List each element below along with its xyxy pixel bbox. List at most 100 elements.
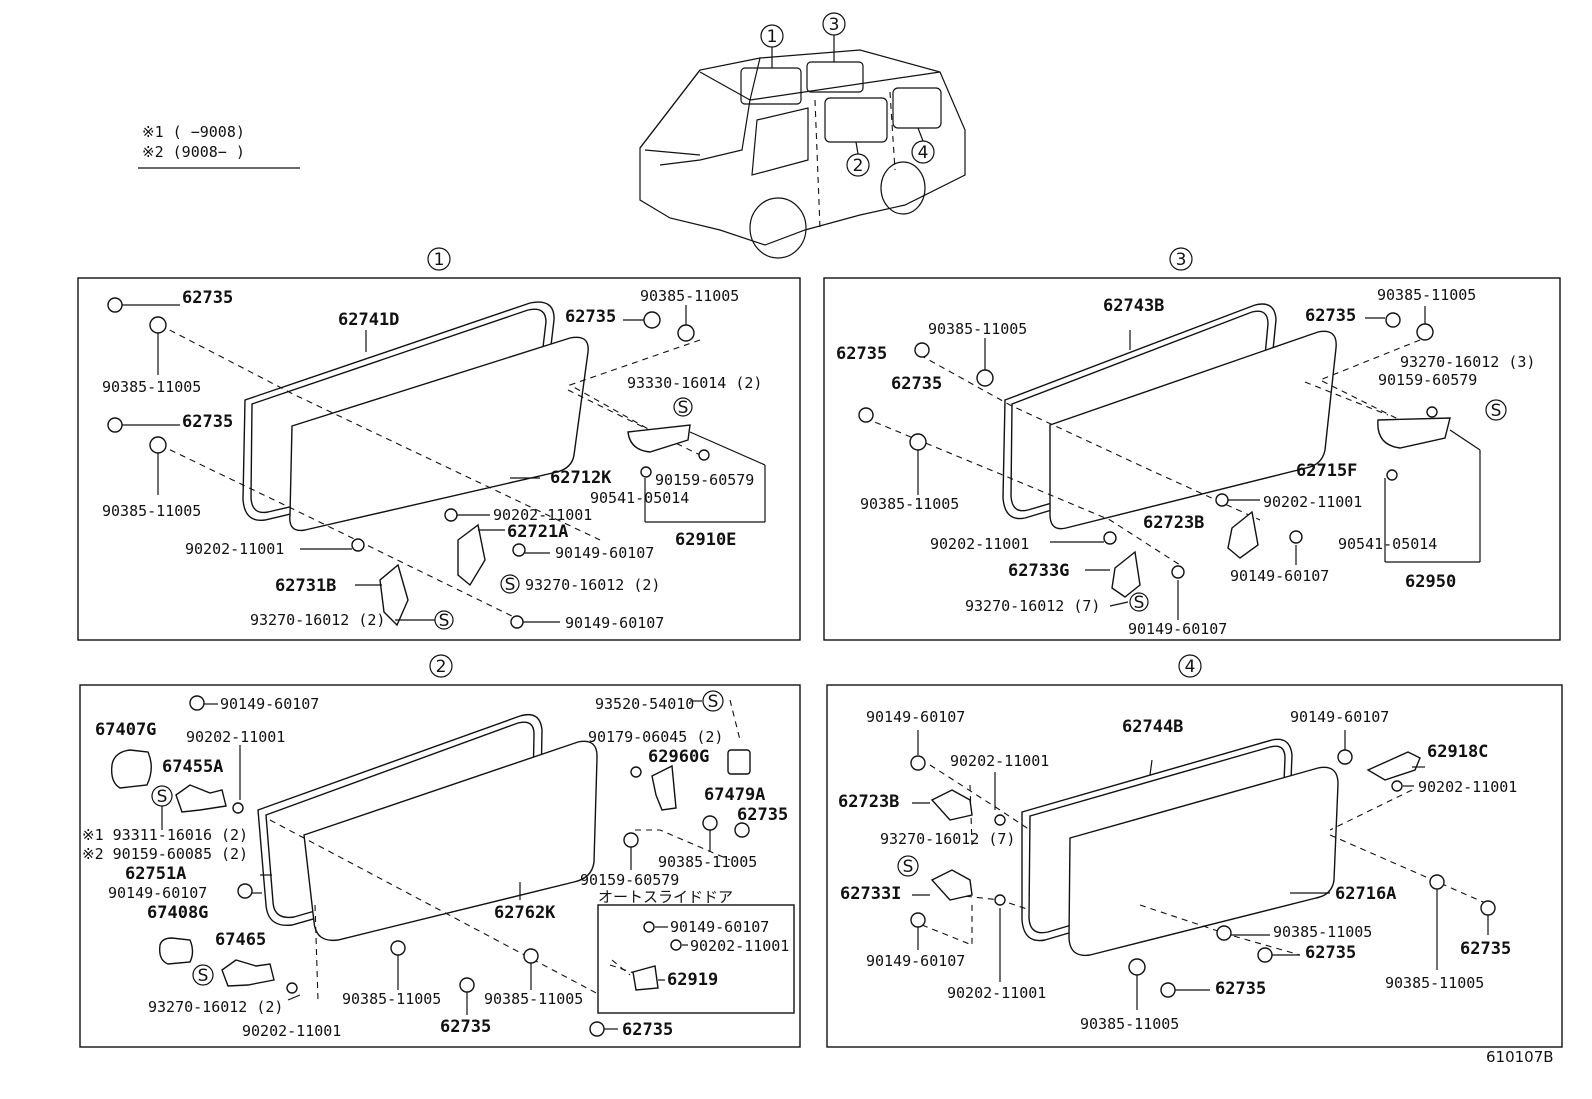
legend-row-2: ※2 (9008− ) — [142, 143, 245, 161]
legend: ※1 ( −9008) ※2 (9008− ) — [138, 123, 300, 169]
label-62751A: 62751A — [125, 864, 186, 884]
clip-90385-c — [677, 324, 695, 342]
label-90385-a-p4: 90385-11005 — [1273, 923, 1372, 941]
label-90385-a-p3: 90385-11005 — [1377, 286, 1476, 304]
label-90202-a: 90202-11001 — [493, 506, 592, 524]
auto-slide-door-inset — [597, 904, 795, 1014]
s-mark-3a: S — [1491, 401, 1502, 421]
s-mark-2b: S — [157, 787, 168, 807]
label-90541: 90541-05014 — [590, 489, 689, 507]
hinge-62731B — [379, 563, 409, 627]
label-62762K: 62762K — [494, 903, 556, 923]
label-62950: 62950 — [1405, 572, 1456, 592]
label-90385-c-p4: 90385-11005 — [1080, 1015, 1179, 1033]
van-callout-4: 4 — [918, 143, 929, 163]
label-inset-90149: 90149-60107 — [670, 918, 769, 936]
handle-67455A — [175, 784, 227, 813]
panel-1-header: 1 — [434, 250, 445, 270]
label-note1: ※1 93311-16016 (2) — [82, 826, 248, 844]
label-62735-a-p2: 62735 — [737, 805, 788, 825]
label-90202-a-p2: 90202-11001 — [186, 728, 285, 746]
label-90149-b-p4: 90149-60107 — [1290, 708, 1389, 726]
label-62735-c: 62735 — [565, 307, 616, 327]
panel-3-header: 3 — [1176, 250, 1187, 270]
label-67408G: 67408G — [147, 903, 208, 923]
s-mark-1b: S — [505, 575, 516, 595]
label-93520: 93520-54010 — [595, 695, 694, 713]
label-93330: 93330-16014 (2) — [627, 374, 762, 392]
panel-3: 3 S S — [823, 247, 1561, 641]
hinge-62721A — [457, 523, 486, 587]
label-62910E: 62910E — [675, 530, 736, 550]
label-62735-b-p2: 62735 — [440, 1017, 491, 1037]
label-90385-b-p4: 90385-11005 — [1385, 974, 1484, 992]
van-callout-2: 2 — [853, 156, 864, 176]
label-62735-b: 62735 — [182, 412, 233, 432]
label-67479A: 67479A — [704, 785, 765, 805]
label-62712K: 62712K — [550, 468, 612, 488]
label-62715F: 62715F — [1296, 461, 1357, 481]
label-90202-b-p3: 90202-11001 — [930, 535, 1029, 553]
panel-2: 2 S S S — [79, 654, 801, 1048]
stopper-67479A — [727, 749, 751, 775]
latch-62910E — [627, 424, 691, 453]
label-90202-a-p3: 90202-11001 — [1263, 493, 1362, 511]
hinge-62733I — [930, 869, 973, 901]
label-inset-90202: 90202-11001 — [690, 937, 789, 955]
s-mark-1a: S — [678, 398, 689, 418]
label-67465: 67465 — [215, 930, 266, 950]
label-90149-b-p3: 90149-60107 — [1128, 620, 1227, 638]
label-90541-p3: 90541-05014 — [1338, 535, 1437, 553]
label-90149-a-p2: 90149-60107 — [220, 695, 319, 713]
van-illustration: 1 3 2 4 — [639, 12, 966, 259]
label-62733I: 62733I — [840, 884, 901, 904]
label-62721A: 62721A — [507, 522, 568, 542]
label-90179: 90179-06045 (2) — [588, 728, 723, 746]
label-90202-b-p4: 90202-11001 — [1418, 778, 1517, 796]
s-mark-2c: S — [198, 966, 209, 986]
label-90385-a: 90385-11005 — [102, 378, 201, 396]
hinge-62723B-p3 — [1227, 510, 1259, 559]
label-90385-a-p2: 90385-11005 — [658, 853, 757, 871]
panel-4-header: 4 — [1185, 657, 1196, 677]
label-62723B-p3: 62723B — [1143, 513, 1204, 533]
label-90149-a-p3: 90149-60107 — [1230, 567, 1329, 585]
label-62723B-p4: 62723B — [838, 792, 899, 812]
label-90385-c: 90385-11005 — [640, 287, 739, 305]
label-90385-b-p2: 90385-11005 — [342, 990, 441, 1008]
label-62735-a: 62735 — [182, 288, 233, 308]
label-90159: 90159-60579 — [655, 471, 754, 489]
label-62735-a-p4: 62735 — [1460, 939, 1511, 959]
label-90202-a-p4: 90202-11001 — [950, 752, 1049, 770]
label-90385-c-p3: 90385-11005 — [860, 495, 959, 513]
label-93270-b: 93270-16012 (2) — [250, 611, 385, 629]
label-90159-p2: 90159-60579 — [580, 871, 679, 889]
label-auto-slide-door: オートスライドドア — [598, 888, 733, 906]
label-62735-c-p4: 62735 — [1215, 979, 1266, 999]
label-62735-a-p3: 62735 — [1305, 306, 1356, 326]
label-90202-b: 90202-11001 — [185, 540, 284, 558]
label-90202-c-p4: 90202-11001 — [947, 984, 1046, 1002]
figure-code: 610107B — [1486, 1048, 1554, 1066]
hinge-62733G — [1111, 550, 1141, 598]
label-inset-62919: 62919 — [667, 970, 718, 990]
label-62960G: 62960G — [648, 747, 709, 767]
label-93270-7-p3: 93270-16012 (7) — [965, 597, 1100, 615]
clip-62735-a — [107, 297, 123, 313]
clip-90385-b — [149, 436, 167, 454]
trim-67407G — [110, 749, 152, 789]
bracket-62918C — [1366, 751, 1421, 781]
clip-90385-a — [149, 316, 167, 334]
label-62918C: 62918C — [1427, 742, 1488, 762]
clip-62735-b — [107, 417, 123, 433]
label-67455A: 67455A — [162, 757, 223, 777]
label-62735-c-p2: 62735 — [622, 1020, 673, 1040]
panel-1: 1 S S S — [77, 247, 801, 641]
latch-62950 — [1377, 417, 1451, 449]
label-62735-b-p3: 62735 — [836, 344, 887, 364]
label-90149-a-p4: 90149-60107 — [866, 708, 965, 726]
label-90149-c-p4: 90149-60107 — [866, 952, 965, 970]
trim-67408G — [158, 937, 194, 965]
van-callout-3: 3 — [829, 15, 840, 35]
label-90149-b: 90149-60107 — [565, 614, 664, 632]
